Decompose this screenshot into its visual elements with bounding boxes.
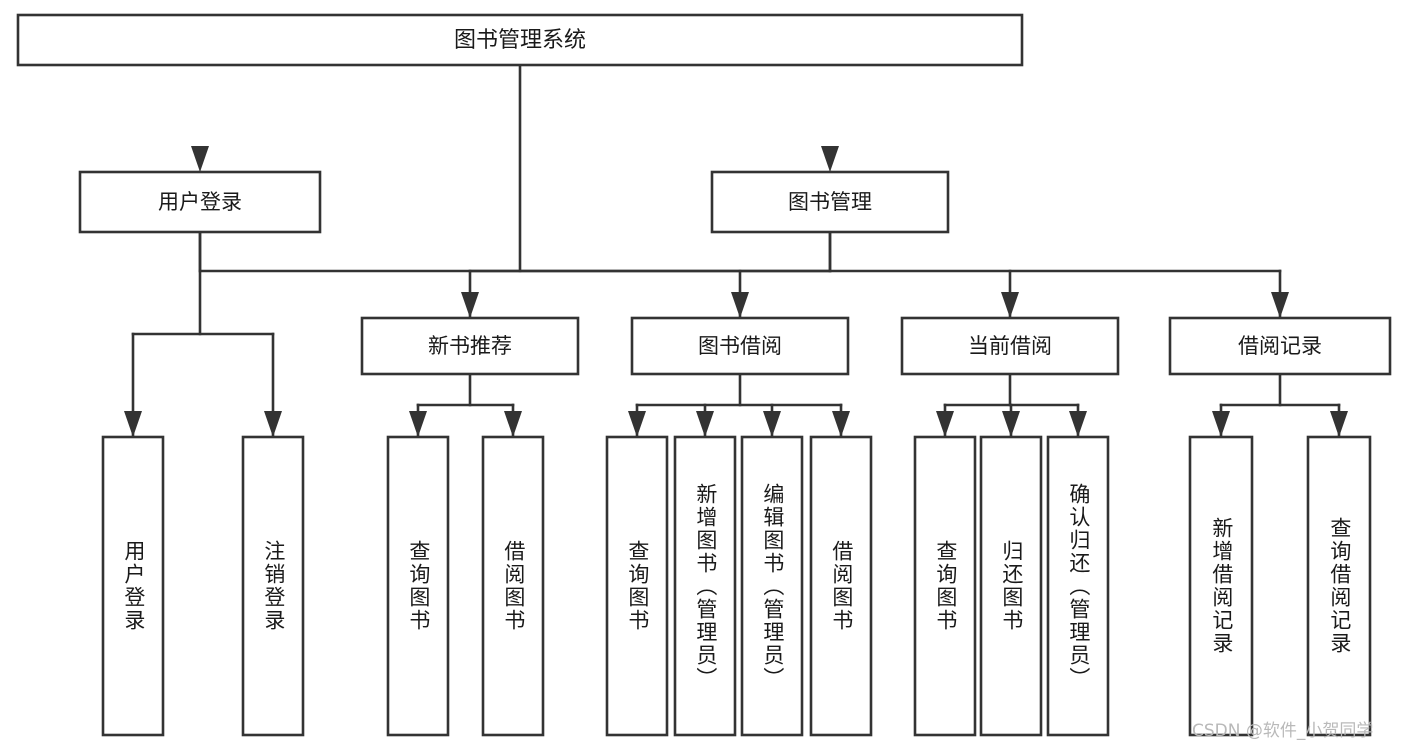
node-box-leaf-borrow-book-1[interactable] [481,435,545,737]
arrow-head-leaf-edit-book-admin [763,411,781,437]
node-box-leaf-confirm-return[interactable] [1046,435,1110,737]
node-box-leaf-query-borrow-record[interactable] [1306,435,1372,737]
arrow-head-current-borrow [1001,292,1019,318]
node-box-leaf-query-book-1[interactable] [386,435,450,737]
csdn-watermark: CSDN @软件_小贺同学 [1192,721,1374,741]
connector-layer [124,63,1348,439]
node-box-leaf-borrow-book-2[interactable] [809,435,873,737]
arrow-head-leaf-query-book-3 [936,411,954,437]
arrow-head-leaf-user-login [124,411,142,437]
node-box-current-borrow[interactable] [900,316,1120,376]
arrow-head-leaf-add-borrow-record [1212,411,1230,437]
node-label-book-management: 图书管理 [788,190,872,214]
node-box-root[interactable] [16,13,1024,67]
node-label-borrow-record: 借阅记录 [1238,334,1322,358]
arrow-head-leaf-query-book-2 [628,411,646,437]
node-box-leaf-add-book-admin[interactable] [673,435,737,737]
node-box-leaf-user-logout[interactable] [241,435,305,737]
node-box-leaf-query-book-3[interactable] [913,435,977,737]
arrow-head-leaf-user-logout [264,411,282,437]
node-label-root: 图书管理系统 [454,28,586,53]
node-box-borrow-record[interactable] [1168,316,1392,376]
arrow-head-new-book-recommend [461,292,479,318]
arrow-head-leaf-confirm-return [1069,411,1087,437]
arrow-head-user-login [191,146,209,172]
node-box-leaf-user-login[interactable] [101,435,165,737]
node-box-book-borrow[interactable] [630,316,850,376]
node-box-user-login[interactable] [78,170,322,234]
node-box-book-management[interactable] [710,170,950,234]
arrow-head-book-management [821,146,839,172]
arrow-head-leaf-borrow-book-1 [504,411,522,437]
node-label-current-borrow: 当前借阅 [968,334,1052,358]
node-box-leaf-return-book[interactable] [979,435,1043,737]
node-label-book-borrow: 图书借阅 [698,334,782,358]
arrow-head-leaf-add-book-admin [696,411,714,437]
node-box-leaf-query-book-2[interactable] [605,435,669,737]
arrow-head-leaf-borrow-book-2 [832,411,850,437]
arrow-head-leaf-query-borrow-record [1330,411,1348,437]
arrow-head-borrow-record [1271,292,1289,318]
arrow-head-leaf-query-book-1 [409,411,427,437]
node-box-layer [16,13,1392,737]
node-label-user-login: 用户登录 [158,190,242,214]
arrow-head-book-borrow [731,292,749,318]
arrow-head-leaf-return-book [1002,411,1020,437]
node-box-new-book-recommend[interactable] [360,316,580,376]
node-label-new-book-recommend: 新书推荐 [428,334,512,358]
node-box-leaf-add-borrow-record[interactable] [1188,435,1254,737]
node-box-leaf-edit-book-admin[interactable] [740,435,804,737]
